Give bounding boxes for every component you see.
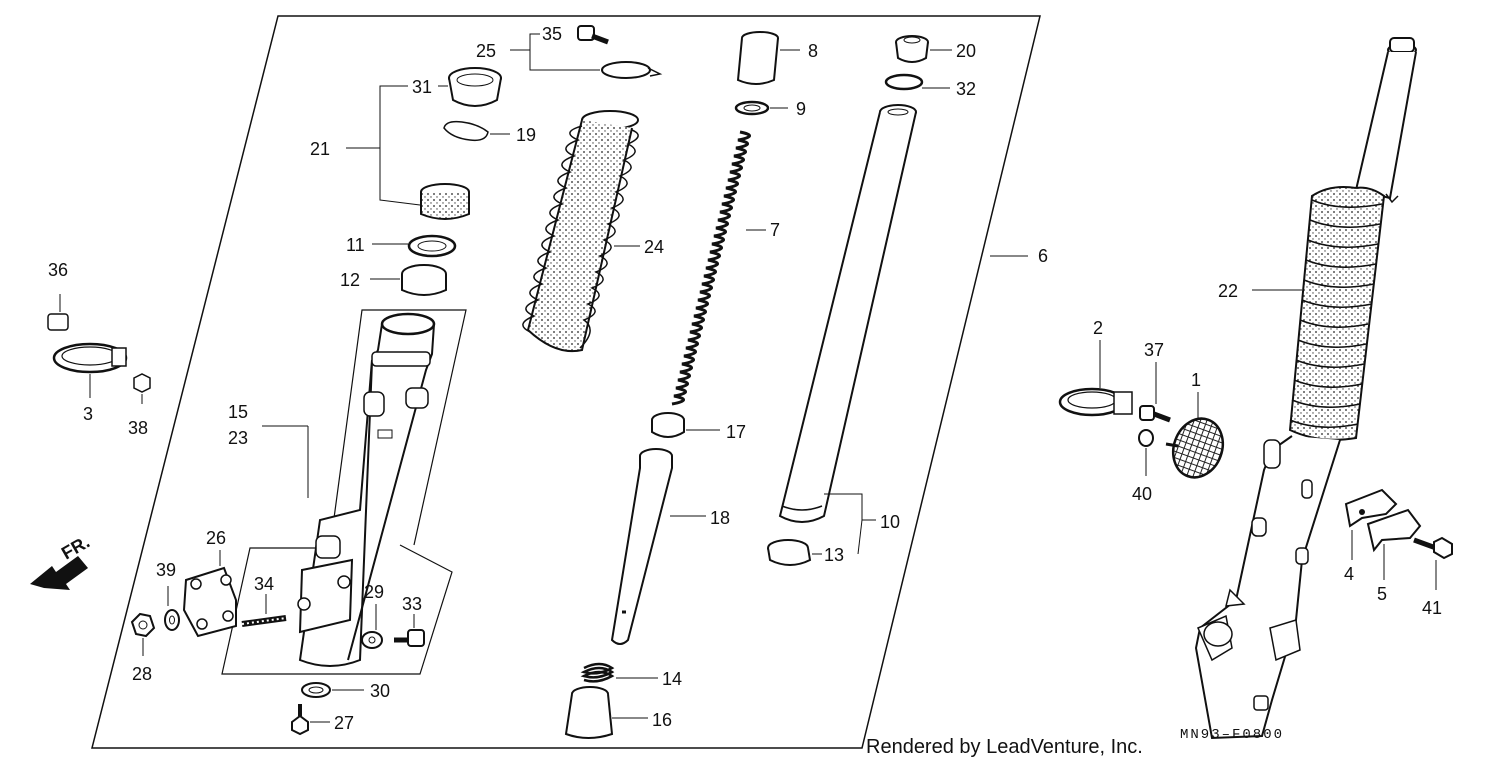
spacer-8 [736, 31, 800, 85]
seal-31 [438, 67, 502, 107]
label-part-22: 22 [1218, 281, 1238, 301]
label-part-36: 36 [48, 260, 68, 280]
clip-19 [443, 120, 510, 142]
guide-4 [1344, 488, 1398, 560]
washer-9 [734, 100, 788, 116]
stud-34 [241, 594, 287, 627]
bolt-36 [47, 294, 69, 331]
label-part-32: 32 [956, 79, 976, 99]
label-part-15: 15 [228, 402, 248, 422]
spring-14 [580, 662, 658, 683]
diagram-code: MN93–F0800 [1180, 727, 1285, 743]
guide-5 [1366, 508, 1422, 580]
bolt-41 [1413, 536, 1453, 590]
label-part-31: 31 [412, 77, 432, 97]
assembled-fork-22 [1194, 37, 1417, 740]
label-part-41: 41 [1422, 598, 1442, 618]
band-25 [601, 61, 663, 79]
bolt-35 [577, 25, 609, 45]
bottom-case-outline [221, 309, 467, 675]
label-part-6: 6 [1038, 246, 1048, 266]
label-part-29: 29 [364, 582, 384, 602]
label-part-5: 5 [1377, 584, 1387, 604]
assembly-outline [91, 15, 1041, 749]
label-part-7: 7 [770, 220, 780, 240]
clamp-2 [1058, 340, 1133, 417]
label-part-20: 20 [956, 41, 976, 61]
label-part-21: 21 [310, 139, 330, 159]
o-ring-32 [884, 73, 950, 91]
label-part-39: 39 [156, 560, 176, 580]
nut-28 [130, 612, 156, 656]
label-part-17: 17 [726, 422, 746, 442]
axle-holder-26 [182, 550, 237, 638]
label-part-14: 14 [662, 669, 682, 689]
label-part-27: 27 [334, 713, 354, 733]
label-part-16: 16 [652, 710, 672, 730]
bolt-27 [291, 704, 330, 736]
label-part-23: 23 [228, 428, 248, 448]
reflector-1 [1165, 392, 1225, 479]
label-part-10: 10 [880, 512, 900, 532]
label-part-13: 13 [824, 545, 844, 565]
washer-30 [301, 682, 364, 698]
bushing-12 [370, 264, 447, 296]
label-part-26: 26 [206, 528, 226, 548]
washer-29 [361, 604, 383, 649]
label-part-8: 8 [808, 41, 818, 61]
front-direction-arrow [30, 556, 88, 590]
label-part-30: 30 [370, 681, 390, 701]
leader-21 [346, 85, 408, 149]
label-part-4: 4 [1344, 564, 1354, 584]
label-part-18: 18 [710, 508, 730, 528]
clamp-3 [52, 342, 128, 398]
label-part-12: 12 [340, 270, 360, 290]
label-part-40: 40 [1132, 484, 1152, 504]
label-part-38: 38 [128, 418, 148, 438]
label-part-33: 33 [402, 594, 422, 614]
fork-boot-24 [522, 110, 640, 352]
bolt-37 [1139, 362, 1171, 423]
washer-11 [372, 234, 457, 258]
label-part-24: 24 [644, 237, 664, 257]
nut-38 [133, 373, 151, 404]
label-part-28: 28 [132, 664, 152, 684]
bushing-13 [767, 539, 822, 566]
oil-lock-16 [564, 686, 648, 739]
label-part-34: 34 [254, 574, 274, 594]
ring-17 [651, 412, 720, 438]
label-part-11: 11 [346, 235, 365, 255]
label-part-3: 3 [83, 404, 93, 424]
fork-tube-10 [778, 104, 917, 555]
label-part-9: 9 [796, 99, 806, 119]
label-part-37: 37 [1144, 340, 1164, 360]
label-part-2: 2 [1093, 318, 1103, 338]
label-part-35: 35 [542, 24, 562, 44]
label-part-25: 25 [476, 41, 496, 61]
leader-25b [529, 33, 540, 50]
fork-cap-20 [895, 35, 952, 63]
bushing-21 [420, 183, 470, 220]
bolt-33 [394, 614, 425, 647]
damper-rod-18 [610, 448, 706, 645]
front-direction-label: FR. [58, 532, 93, 564]
label-part-19: 19 [516, 125, 536, 145]
washer-40 [1138, 429, 1154, 476]
fork-slider-15-23 [262, 312, 436, 667]
leader-21b [379, 148, 421, 206]
washer-39 [164, 586, 180, 631]
leader-25 [510, 49, 600, 71]
fork-spring-7 [671, 130, 766, 406]
label-part-1: 1 [1191, 370, 1201, 390]
credit-text: Rendered by LeadVenture, Inc. [866, 736, 1143, 758]
